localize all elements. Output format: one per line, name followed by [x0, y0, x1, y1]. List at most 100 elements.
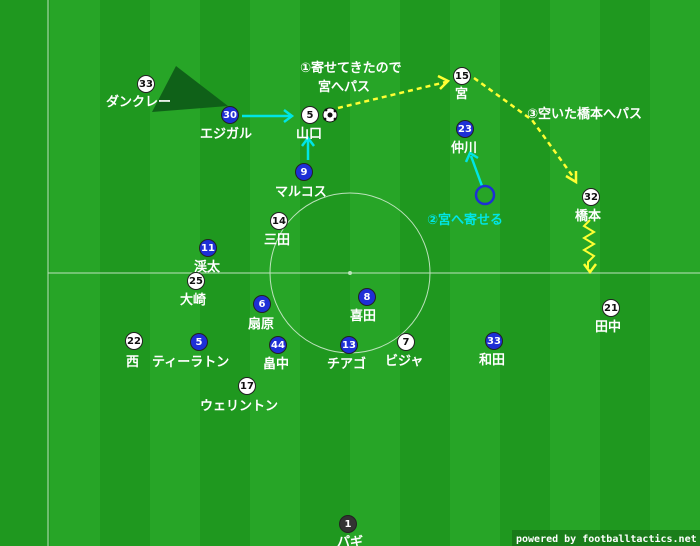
player-number: 5 — [196, 337, 203, 348]
player-p32w: 32 橋本 — [575, 188, 601, 224]
pass-miya-to-hashimoto — [473, 76, 576, 179]
player-name: 喜田 — [350, 308, 376, 324]
player-number: 11 — [201, 243, 215, 254]
player-name: ウェリントン — [200, 399, 278, 414]
player-name: 渓太 — [194, 259, 221, 275]
player-marker — [137, 75, 155, 93]
player-p5w: 5 山口 — [296, 106, 322, 142]
annotation-step1-line1: ①寄せてきたので — [300, 60, 402, 76]
pass-arrows — [337, 74, 597, 275]
player-p8b: 8 喜田 — [350, 288, 376, 324]
annotation-step2: ②宮へ寄せる — [427, 212, 503, 228]
player-p15w: 15 宮 — [453, 67, 471, 102]
player-number: 23 — [458, 124, 472, 135]
player-p21w: 21 田中 — [595, 299, 621, 335]
player-p6b: 6 扇原 — [248, 295, 274, 332]
player-number: 5 — [307, 110, 314, 121]
player-marker — [187, 272, 205, 290]
player-name: 大崎 — [180, 292, 206, 308]
player-p7w: 7 ビジャ — [385, 333, 423, 369]
player-name: 畠中 — [263, 356, 289, 372]
player-p13b: 13 チアゴ — [327, 336, 366, 372]
player-name: チアゴ — [327, 356, 366, 372]
player-p44b: 44 畠中 — [263, 336, 289, 372]
credit-text: powered by footballtactics.net — [516, 533, 697, 545]
player-number: 1 — [345, 519, 352, 530]
player-p11b: 11 渓太 — [194, 239, 221, 275]
arrow-nakagawa-press — [469, 155, 484, 187]
player-p25w: 25 大崎 — [180, 272, 206, 308]
player-number: 17 — [240, 381, 254, 392]
player-marker — [295, 163, 313, 181]
player-number: 8 — [364, 292, 371, 303]
player-marker — [397, 333, 415, 351]
player-marker — [301, 106, 319, 124]
center-spot — [348, 271, 352, 275]
pass-yamaguchi-to-miya — [337, 80, 447, 110]
player-number: 30 — [223, 110, 237, 121]
player-p1g: 1 パギ — [337, 515, 363, 546]
pressure-wedge — [152, 66, 228, 112]
hashimoto-dribble — [582, 219, 596, 268]
player-number: 32 — [584, 192, 598, 203]
player-name: 宮 — [455, 86, 468, 102]
player-marker — [125, 332, 143, 350]
player-name: 三田 — [264, 233, 290, 248]
player-name: マルコス — [275, 185, 327, 200]
ball-icon — [322, 107, 338, 123]
player-marker — [340, 336, 358, 354]
player-p5b: 5 ティーラトン — [152, 333, 229, 370]
nakagawa-target-marker — [474, 184, 496, 206]
player-p14w: 14 三田 — [264, 212, 290, 248]
movement-arrows — [242, 109, 484, 187]
player-p33w: 33 ダンクレー — [106, 75, 171, 110]
player-number: 15 — [455, 71, 469, 82]
player-number: 25 — [189, 276, 203, 287]
player-number: 9 — [301, 167, 308, 178]
player-p33b: 33 和田 — [479, 332, 505, 368]
player-number: 33 — [139, 79, 153, 90]
player-marker — [253, 295, 271, 313]
player-marker — [221, 106, 239, 124]
player-name: ダンクレー — [106, 94, 171, 110]
player-marker — [453, 67, 471, 85]
player-number: 14 — [272, 216, 286, 227]
player-name: エジガル — [200, 127, 252, 142]
player-marker — [269, 336, 287, 354]
player-name: ビジャ — [385, 353, 423, 369]
player-p9b: 9 マルコス — [275, 163, 327, 200]
player-marker — [238, 377, 256, 395]
player-name: 橋本 — [575, 208, 601, 224]
player-marker — [199, 239, 217, 257]
player-p17w: 17 ウェリントン — [200, 377, 278, 414]
player-name: ティーラトン — [152, 355, 229, 370]
annotation-step3: ③空いた橋本へパス — [527, 106, 642, 122]
player-name: 田中 — [595, 319, 621, 335]
player-number: 7 — [403, 337, 410, 348]
player-name: 山口 — [296, 126, 322, 142]
player-marker — [485, 332, 503, 350]
player-marker — [602, 299, 620, 317]
player-marker — [339, 515, 357, 533]
annotation-step1-line2: 宮へパス — [318, 79, 370, 95]
player-name: 和田 — [479, 352, 505, 368]
player-number: 21 — [604, 303, 618, 314]
player-marker — [190, 333, 208, 351]
player-marker — [582, 188, 600, 206]
player-name: 西 — [126, 355, 139, 370]
player-p23b: 23 仲川 — [451, 120, 477, 156]
player-number: 6 — [259, 299, 266, 310]
player-number: 44 — [271, 340, 285, 351]
player-name: 扇原 — [248, 316, 274, 332]
player-marker — [358, 288, 376, 306]
player-p30b: 30 エジガル — [200, 106, 252, 142]
player-name: パギ — [337, 534, 363, 546]
player-marker — [456, 120, 474, 138]
player-number: 33 — [487, 336, 501, 347]
credit-background — [512, 530, 700, 546]
player-name: 仲川 — [451, 140, 477, 156]
player-p22w: 22西 — [125, 332, 143, 370]
player-number: 13 — [342, 340, 356, 351]
